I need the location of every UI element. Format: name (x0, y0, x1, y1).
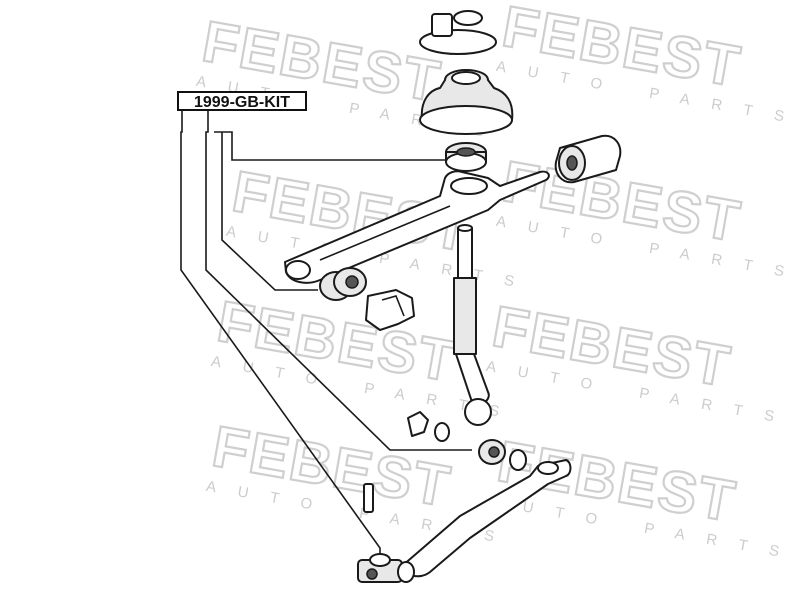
leader-lines (180, 111, 472, 555)
watermark-4: FEBEST AUTO PARTS (495, 148, 800, 284)
rubber-block-part (554, 134, 622, 184)
lever-arm-end (285, 260, 311, 280)
pin-part (363, 483, 374, 513)
arm-bushing-hole (345, 275, 359, 289)
bottom-joint-bolt (397, 561, 415, 583)
bracket-clip-body (365, 289, 415, 331)
watermark-group: FEBEST AUTO PARTS FEBEST AUTO PARTS FEBE… (195, 0, 800, 564)
lever-arm-body (284, 170, 550, 284)
leader-line-top-bushing (214, 131, 448, 161)
boot-top-hole (451, 71, 481, 85)
leader-line-ball-cup (205, 111, 472, 451)
top-bushing-hole (456, 147, 476, 157)
shift-lever-arm-part (284, 170, 550, 284)
shift-rod-sleeve (453, 277, 477, 355)
watermark-2: FEBEST AUTO PARTS (495, 0, 800, 129)
ball-cup-part (478, 439, 527, 471)
boot-base (419, 105, 513, 135)
rubber-block-hole (566, 155, 578, 171)
bottom-joint-top (369, 553, 391, 567)
arm-bushing-part (319, 267, 367, 301)
part-number-label: 1999-GB-KIT (177, 91, 307, 111)
bracket-clip-part (365, 289, 415, 331)
shift-rod-ball (464, 398, 492, 426)
watermark-8: FEBEST AUTO PARTS (490, 428, 800, 564)
lever-arm-rib (319, 205, 451, 261)
bottom-joint-hole (366, 568, 378, 580)
shift-rod-tip (457, 224, 473, 232)
watermark-6: FEBEST AUTO PARTS (485, 293, 797, 429)
small-clip-part (407, 411, 450, 442)
bracket-clip-edge (381, 295, 405, 317)
shift-boot-part (419, 69, 514, 135)
shift-rod-part (453, 224, 492, 426)
shift-rod-upper (457, 227, 473, 279)
hose-clamp-part (419, 10, 497, 55)
ball-cup-washer (509, 449, 527, 471)
linkage-rod-end (537, 461, 559, 475)
pin-body (363, 483, 374, 513)
leader-line-arm-bushing (221, 132, 318, 291)
clamp-screw-housing (431, 13, 453, 37)
top-bushing-part (445, 142, 487, 172)
lever-arm-eye (450, 177, 488, 195)
leader-line-bottom-clamp (180, 111, 381, 555)
ball-cup-hole (488, 446, 500, 458)
clamp-band (453, 10, 483, 26)
small-ring (434, 422, 450, 442)
small-clip-body (407, 411, 429, 437)
bottom-joint-part (357, 553, 415, 583)
